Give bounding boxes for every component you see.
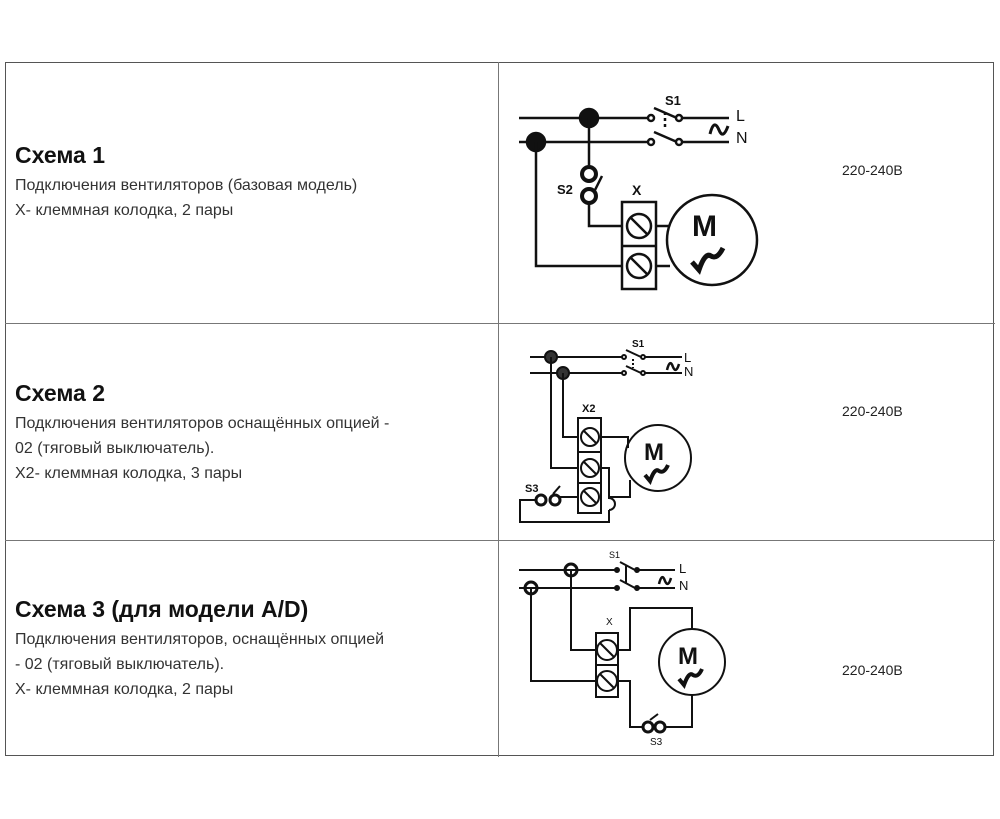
wiring-diagram-3: M S1 S3 X L N [519, 550, 726, 748]
svg-text:S3: S3 [525, 483, 538, 495]
schemes-table [5, 62, 994, 756]
scheme-3-text: Схема 3 (для модели A/D) Подключения вен… [15, 596, 490, 702]
column-divider [498, 62, 499, 757]
scheme-desc-line: - 02 (тяговый выключатель). [15, 656, 225, 673]
svg-text:N: N [684, 364, 693, 379]
svg-text:M: M [644, 439, 664, 466]
svg-text:X: X [606, 617, 613, 628]
scheme-2-text: Схема 2 Подключения вентиляторов оснащён… [15, 380, 490, 486]
svg-text:S2: S2 [557, 182, 573, 197]
scheme-desc-line: X- клеммная колодка, 2 пары [15, 681, 234, 698]
scheme-title: Схема 1 [15, 142, 106, 168]
motor-icon [624, 424, 692, 492]
scheme-1-text: Схема 1 Подключения вентиляторов (базова… [15, 142, 490, 223]
svg-text:S1: S1 [609, 550, 620, 560]
svg-text:S1: S1 [665, 93, 681, 108]
svg-text:X: X [632, 182, 642, 198]
scheme-desc-line: Подключения вентиляторов оснащённых опци… [15, 415, 390, 432]
svg-text:M: M [678, 643, 698, 670]
voltage-label: 220-240В [842, 403, 903, 419]
svg-text:X2: X2 [582, 403, 595, 415]
svg-text:N: N [679, 578, 688, 593]
scheme-desc-line: X2- клеммная колодка, 3 пары [15, 465, 243, 482]
svg-text:N: N [736, 130, 748, 147]
row-divider [5, 323, 995, 324]
scheme-desc-line: X- клеммная колодка, 2 пары [15, 202, 234, 219]
svg-text:L: L [684, 350, 691, 365]
scheme-desc-line: Подключения вентиляторов, оснащённых опц… [15, 631, 385, 648]
svg-text:L: L [736, 108, 745, 125]
svg-text:S3: S3 [650, 737, 663, 748]
svg-text:S1: S1 [632, 339, 645, 350]
svg-text:M: M [692, 210, 717, 243]
scheme-title: Схема 3 (для модели A/D) [15, 596, 309, 622]
scheme-title: Схема 2 [15, 380, 106, 406]
scheme-desc-line: Подключения вентиляторов (базовая модель… [15, 177, 358, 194]
voltage-label: 220-240В [842, 162, 903, 178]
motor-icon [658, 628, 726, 696]
voltage-label: 220-240В [842, 662, 903, 678]
motor-icon [665, 193, 759, 287]
svg-text:L: L [679, 561, 686, 576]
row-divider [5, 540, 995, 541]
scheme-desc-line: 02 (тяговый выключатель). [15, 440, 215, 457]
wiring-diagram-2: M S1 S3 X2 L N [519, 339, 693, 523]
wiring-diagram-1: M S1 S2 X L N [519, 93, 759, 291]
